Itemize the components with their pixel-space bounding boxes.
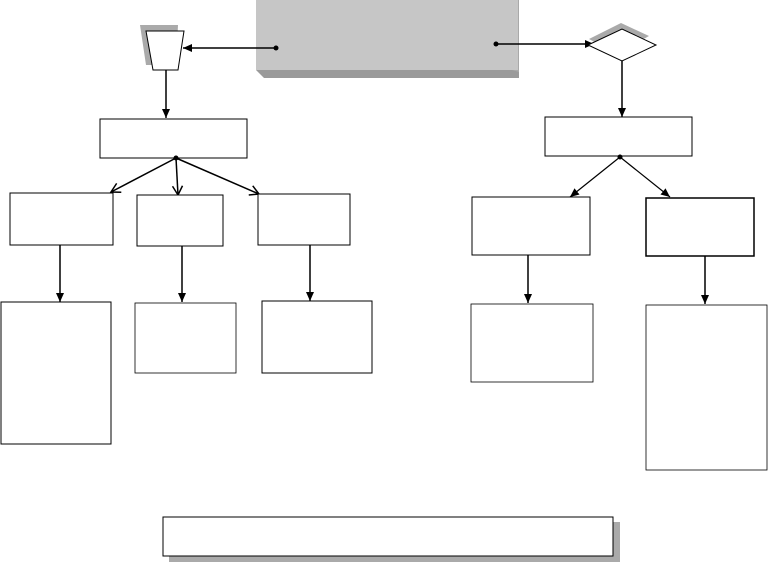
left-level3-box-2 (134, 302, 237, 374)
left-main-box-rect (99, 118, 248, 159)
connector-left-main-to-l2-1 (109, 157, 177, 194)
right-diamond-shape (586, 28, 658, 62)
connector-left-main-to-l2-3 (175, 157, 261, 196)
footer-box (162, 516, 620, 562)
connector-left-main-to-l2-2 (171, 157, 184, 197)
right-level3-box-1-rect (470, 303, 594, 383)
left-level2-box-2-rect (136, 194, 224, 247)
right-level3-box-2 (645, 304, 768, 471)
title-box-bottom-face (256, 70, 519, 78)
right-main-box (544, 116, 693, 157)
right-level2-box-2-rect (645, 197, 755, 257)
left-level2-box-1-rect (9, 192, 114, 246)
connector-dot (493, 41, 499, 47)
left-trapezoid-shape (145, 30, 185, 71)
left-level2-box-3 (257, 193, 351, 246)
right-level3-box-1 (470, 303, 594, 383)
left-level2-box-1 (9, 192, 114, 246)
connector-dot (273, 45, 279, 51)
title-box (256, 0, 519, 78)
left-level2-box-2 (136, 194, 224, 247)
right-level2-box-2 (645, 197, 755, 257)
left-trapezoid (140, 25, 185, 71)
right-level3-box-2-rect (645, 304, 768, 471)
connector-right-main-to-l2-2 (619, 156, 671, 198)
connector-right-main-to-l2-1 (569, 156, 621, 198)
left-level3-box-1 (0, 301, 112, 445)
right-level2-box-1 (471, 196, 591, 256)
title-box-face (256, 0, 518, 70)
left-level3-box-3 (261, 300, 373, 374)
right-main-box-rect (544, 116, 693, 157)
footer-box-rect (162, 516, 614, 557)
right-diamond (586, 23, 658, 62)
left-main-box (99, 118, 248, 159)
left-level2-box-3-rect (257, 193, 351, 246)
left-level3-box-2-rect (134, 302, 237, 374)
right-level2-box-1-rect (471, 196, 591, 256)
left-level3-box-3-rect (261, 300, 373, 374)
left-level3-box-1-rect (0, 301, 112, 445)
